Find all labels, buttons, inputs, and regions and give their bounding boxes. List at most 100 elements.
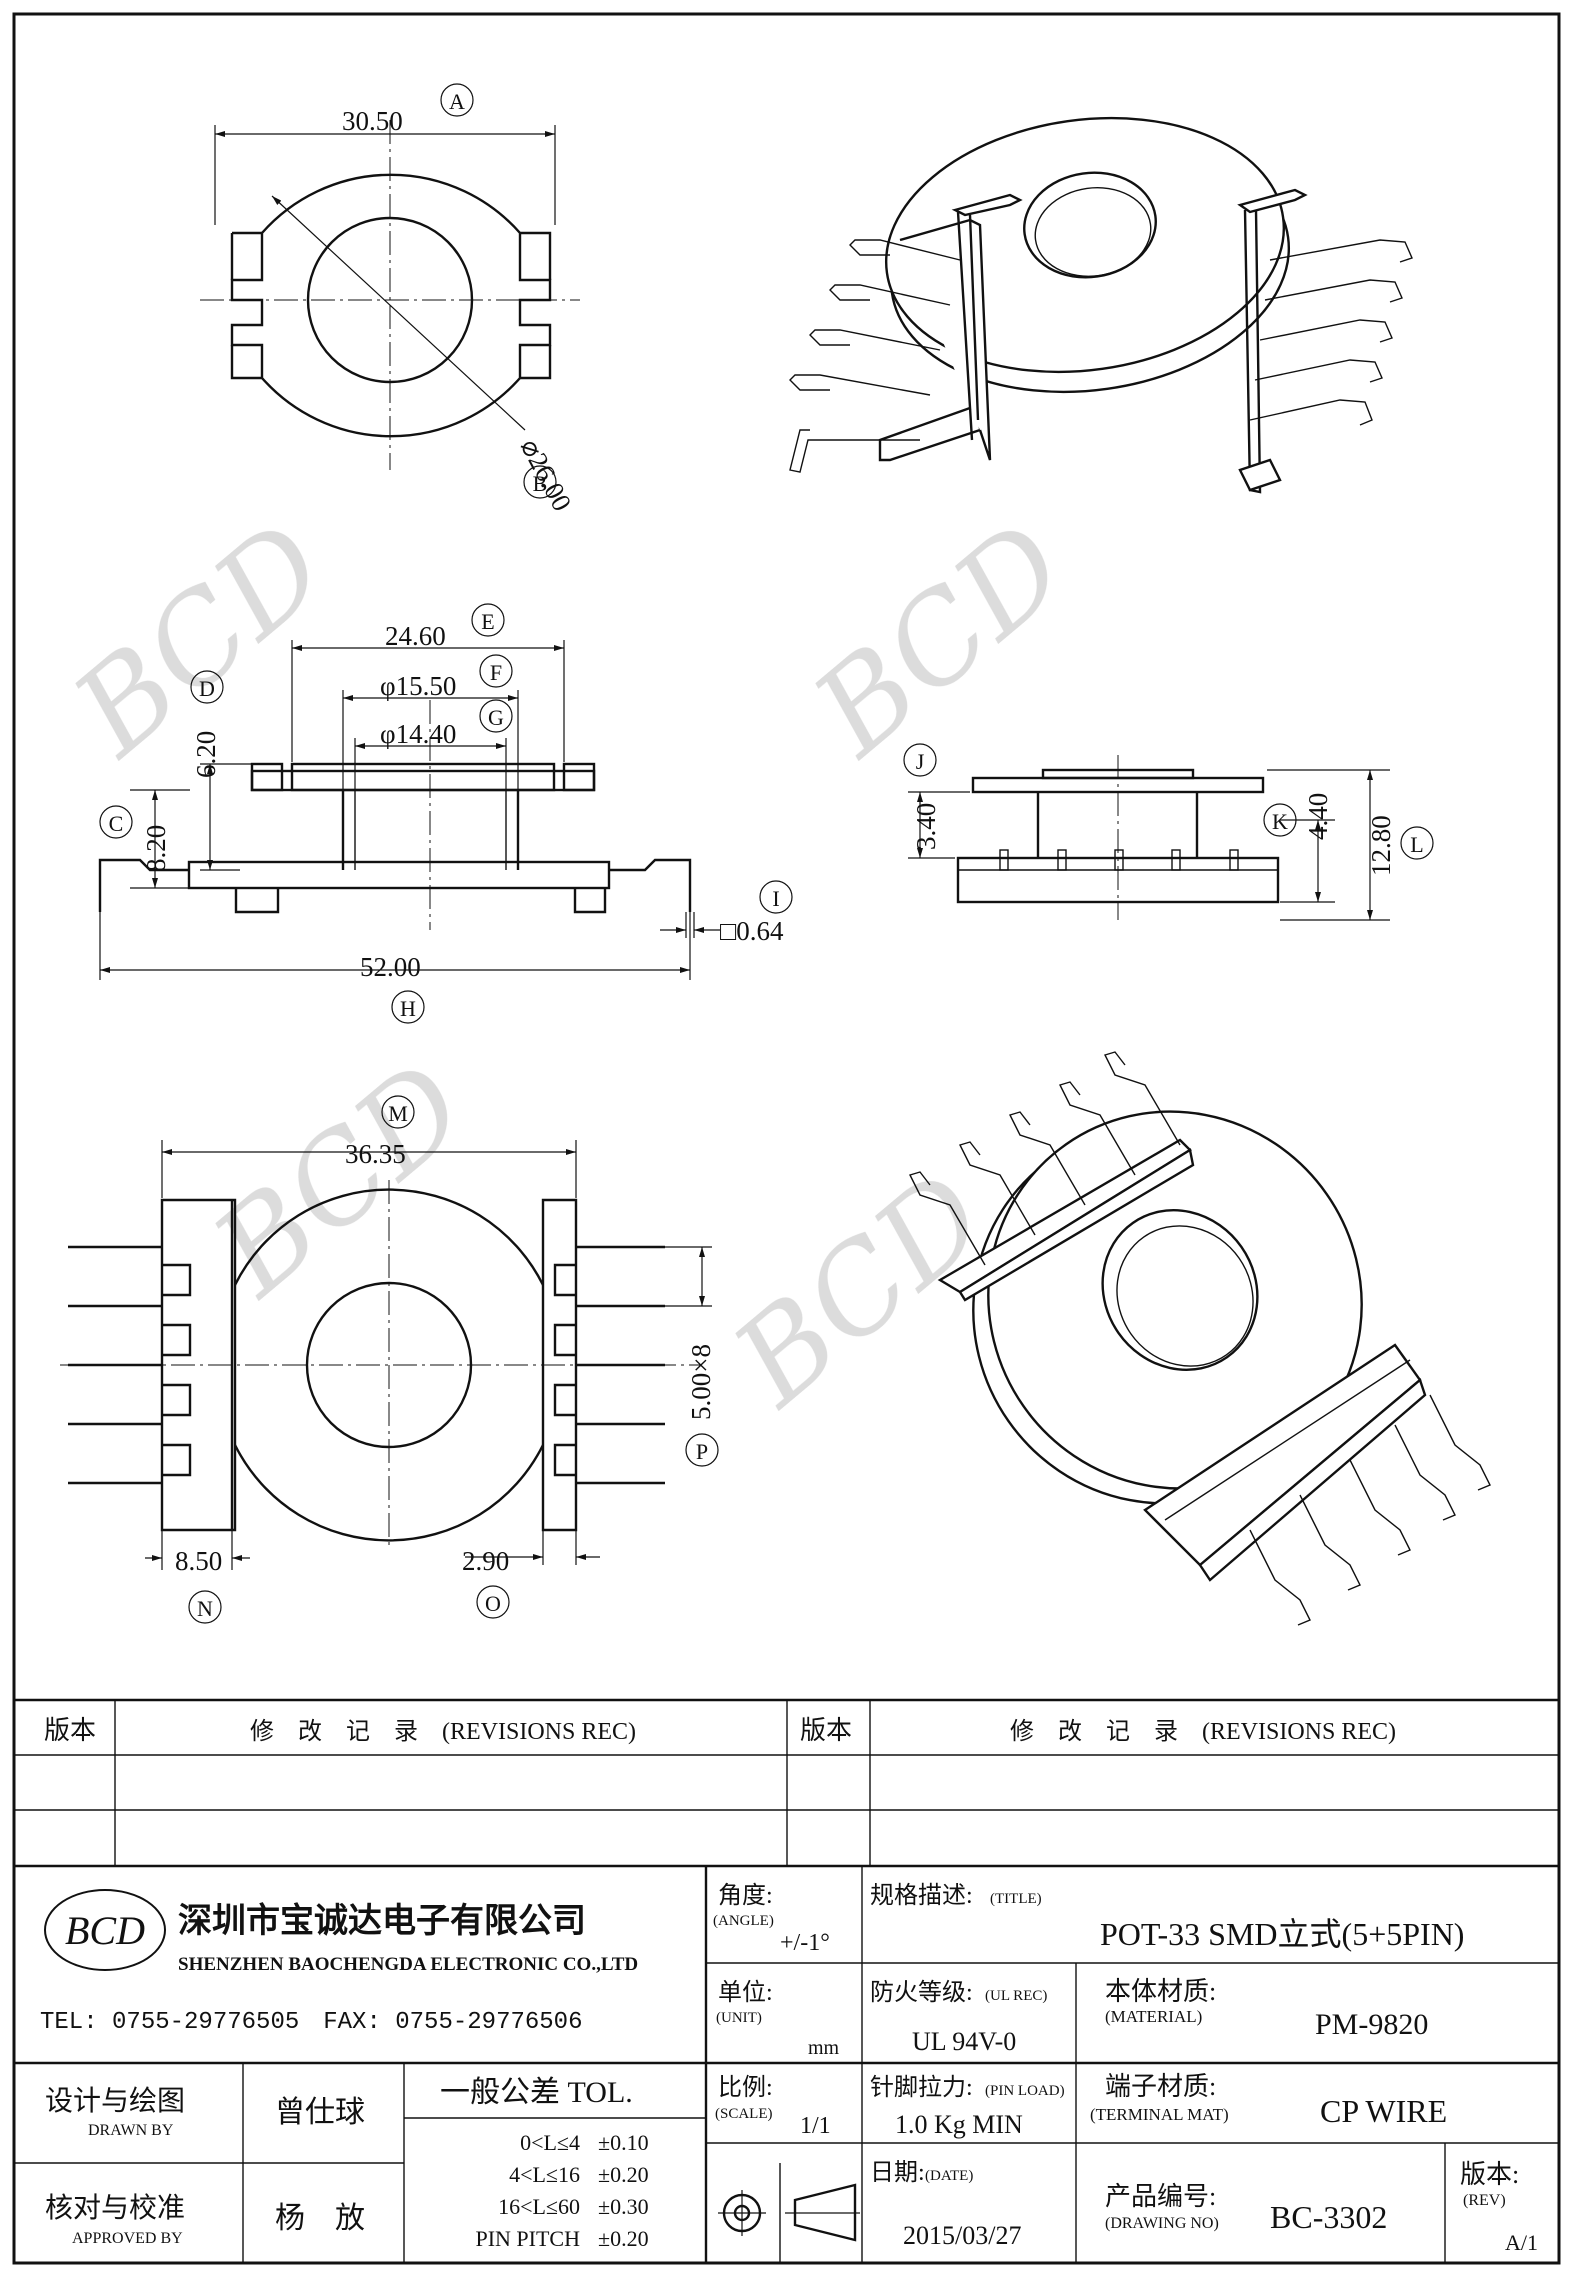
- drawing-label: 产品编号:: [1105, 2182, 1216, 2211]
- label-b: B: [533, 471, 548, 496]
- dim-i-text: □0.64: [720, 916, 784, 946]
- label-c: C: [109, 811, 124, 836]
- unit-value: mm: [808, 2037, 840, 2059]
- logo-text: BCD: [65, 1908, 145, 1953]
- company-name-cn: 深圳市宝诚达电子有限公司: [178, 1901, 586, 1940]
- ul-value: UL 94V-0: [912, 2027, 1016, 2056]
- angle-value: +/-1°: [780, 1930, 830, 1956]
- bottom-view: 36.35 M 5.00×8 P 8.50 N 2.90 O: [60, 1095, 719, 1624]
- tol-value-0: ±0.10: [598, 2130, 649, 2155]
- sheet-border: [12, 12, 1561, 2265]
- label-m: M: [388, 1101, 408, 1126]
- date-label: 日期:: [870, 2160, 925, 2186]
- svg-text:BCD: BCD: [188, 1037, 492, 1324]
- projection-symbol: [718, 2183, 860, 2242]
- label-f: F: [490, 660, 502, 685]
- terminal-sub: (TERMINAL MAT): [1090, 2105, 1229, 2124]
- terminal-label: 端子材质:: [1105, 2072, 1216, 2101]
- date-sub: (DATE): [925, 2168, 973, 2184]
- svg-text:BCD: BCD: [788, 497, 1092, 784]
- scale-sub: (SCALE): [715, 2106, 773, 2122]
- title-sub: (TITLE): [990, 1891, 1042, 1907]
- material-value: PM-9820: [1315, 2008, 1428, 2041]
- scale-value: 1/1: [800, 2113, 831, 2139]
- dim-p-text: 5.00×8: [686, 1344, 716, 1420]
- unit-label: 单位:: [718, 1979, 773, 2006]
- tol-value-2: ±0.30: [598, 2194, 649, 2219]
- label-o: O: [485, 1591, 501, 1616]
- dim-n-text: 8.50: [175, 1546, 222, 1576]
- drawn-value: 曾仕球: [275, 2096, 365, 2129]
- dim-c-text: 8.20: [141, 825, 171, 872]
- label-j: J: [916, 749, 925, 774]
- front-view: 3.40 J 4.40 K 12.80 L: [903, 743, 1434, 921]
- dim-l-text: 12.80: [1366, 815, 1396, 876]
- dim-e-text: 24.60: [385, 621, 446, 651]
- rev-record-right: 修 改 记 录 (REVISIONS REC): [1010, 1718, 1396, 1745]
- material-label: 本体材质:: [1105, 1977, 1216, 2006]
- tol-value-3: ±0.20: [598, 2226, 649, 2251]
- angle-sub: (ANGLE): [713, 1913, 774, 1929]
- company-name-en: SHENZHEN BAOCHENGDA ELECTRONIC CO.,LTD: [178, 1954, 638, 1975]
- rev-label: 版本:: [1460, 2160, 1519, 2189]
- label-d: D: [199, 676, 215, 701]
- drawn-sub: DRAWN BY: [88, 2122, 174, 2139]
- terminal-value: CP WIRE: [1320, 2093, 1447, 2129]
- isometric-view-bottom: [909, 1051, 1491, 1626]
- approved-value: 杨 放: [275, 2202, 365, 2235]
- rev-col-left: 版本: [44, 1716, 96, 1745]
- company-logo: BCD: [44, 1889, 166, 1971]
- dim-m-text: 36.35: [345, 1139, 406, 1169]
- top-view: 30.50 A ⌀26.00 B: [200, 83, 580, 516]
- label-h: H: [400, 996, 416, 1021]
- rev-record-left: 修 改 记 录 (REVISIONS REC): [250, 1718, 636, 1745]
- rev-value: A/1: [1505, 2230, 1538, 2255]
- unit-sub: (UNIT): [716, 2010, 762, 2026]
- label-l: L: [1410, 832, 1423, 857]
- dim-f-text: φ15.50: [380, 671, 456, 701]
- tol-range-1: 4<L≤16: [509, 2162, 580, 2187]
- date-value: 2015/03/27: [903, 2221, 1021, 2250]
- title-value: POT-33 SMD立式(5+5PIN): [1100, 1916, 1464, 1952]
- angle-label: 角度:: [718, 1882, 773, 1909]
- dim-o-text: 2.90: [462, 1546, 509, 1576]
- tolerance-table: 0<L≤4 ±0.10 4<L≤16 ±0.20 16<L≤60 ±0.30 P…: [475, 2130, 648, 2251]
- title-block: BCD 深圳市宝诚达电子有限公司 SHENZHEN BAOCHENGDA ELE…: [14, 1866, 1559, 2263]
- scale-label: 比例:: [718, 2074, 773, 2101]
- pinload-value: 1.0 Kg MIN: [895, 2110, 1023, 2139]
- pinload-label: 针脚拉力:: [870, 2074, 973, 2101]
- label-e: E: [481, 609, 494, 634]
- material-sub: (MATERIAL): [1105, 2007, 1202, 2026]
- ul-label: 防火等级:: [870, 1979, 973, 2006]
- tol-range-2: 16<L≤60: [498, 2194, 580, 2219]
- approved-label: 核对与校准: [45, 2192, 185, 2224]
- dim-k-text: 4.40: [1303, 793, 1333, 840]
- drawing-sub: (DRAWING NO): [1105, 2215, 1219, 2232]
- dim-h-text: 52.00: [360, 952, 421, 982]
- dim-a-text: 30.50: [342, 106, 403, 136]
- dim-g-text: φ14.40: [380, 719, 456, 749]
- pinload-sub: (PIN LOAD): [985, 2083, 1065, 2099]
- label-n: N: [197, 1596, 213, 1621]
- ul-sub: (UL REC): [985, 1988, 1047, 2004]
- dim-j-text: 3.40: [911, 803, 941, 850]
- tol-label: 一般公差 TOL.: [440, 2076, 633, 2109]
- tol-range-3: PIN PITCH: [475, 2226, 580, 2251]
- label-g: G: [488, 705, 504, 730]
- company-contact: TEL: 0755-29776505 FAX: 0755-29776506: [40, 2009, 582, 2036]
- dim-d-text: 6.20: [191, 731, 221, 778]
- rev-sub: (REV): [1463, 2192, 1506, 2209]
- drawing-value: BC-3302: [1270, 2199, 1387, 2235]
- rev-col-right: 版本: [800, 1716, 852, 1745]
- label-p: P: [696, 1439, 708, 1464]
- label-k: K: [1272, 809, 1288, 834]
- revisions-table: 版本 修 改 记 录 (REVISIONS REC) 版本 修 改 记 录 (R…: [14, 1698, 1559, 1868]
- title-label: 规格描述:: [870, 1882, 973, 1909]
- tol-range-0: 0<L≤4: [520, 2130, 580, 2155]
- approved-sub: APPROVED BY: [72, 2230, 183, 2247]
- isometric-view-top: [789, 116, 1413, 494]
- label-a: A: [449, 89, 465, 114]
- drawn-label: 设计与绘图: [45, 2085, 185, 2117]
- side-view: 24.60 E φ15.50 F φ14.40 G 6.20 D 8.20 C …: [98, 603, 793, 1024]
